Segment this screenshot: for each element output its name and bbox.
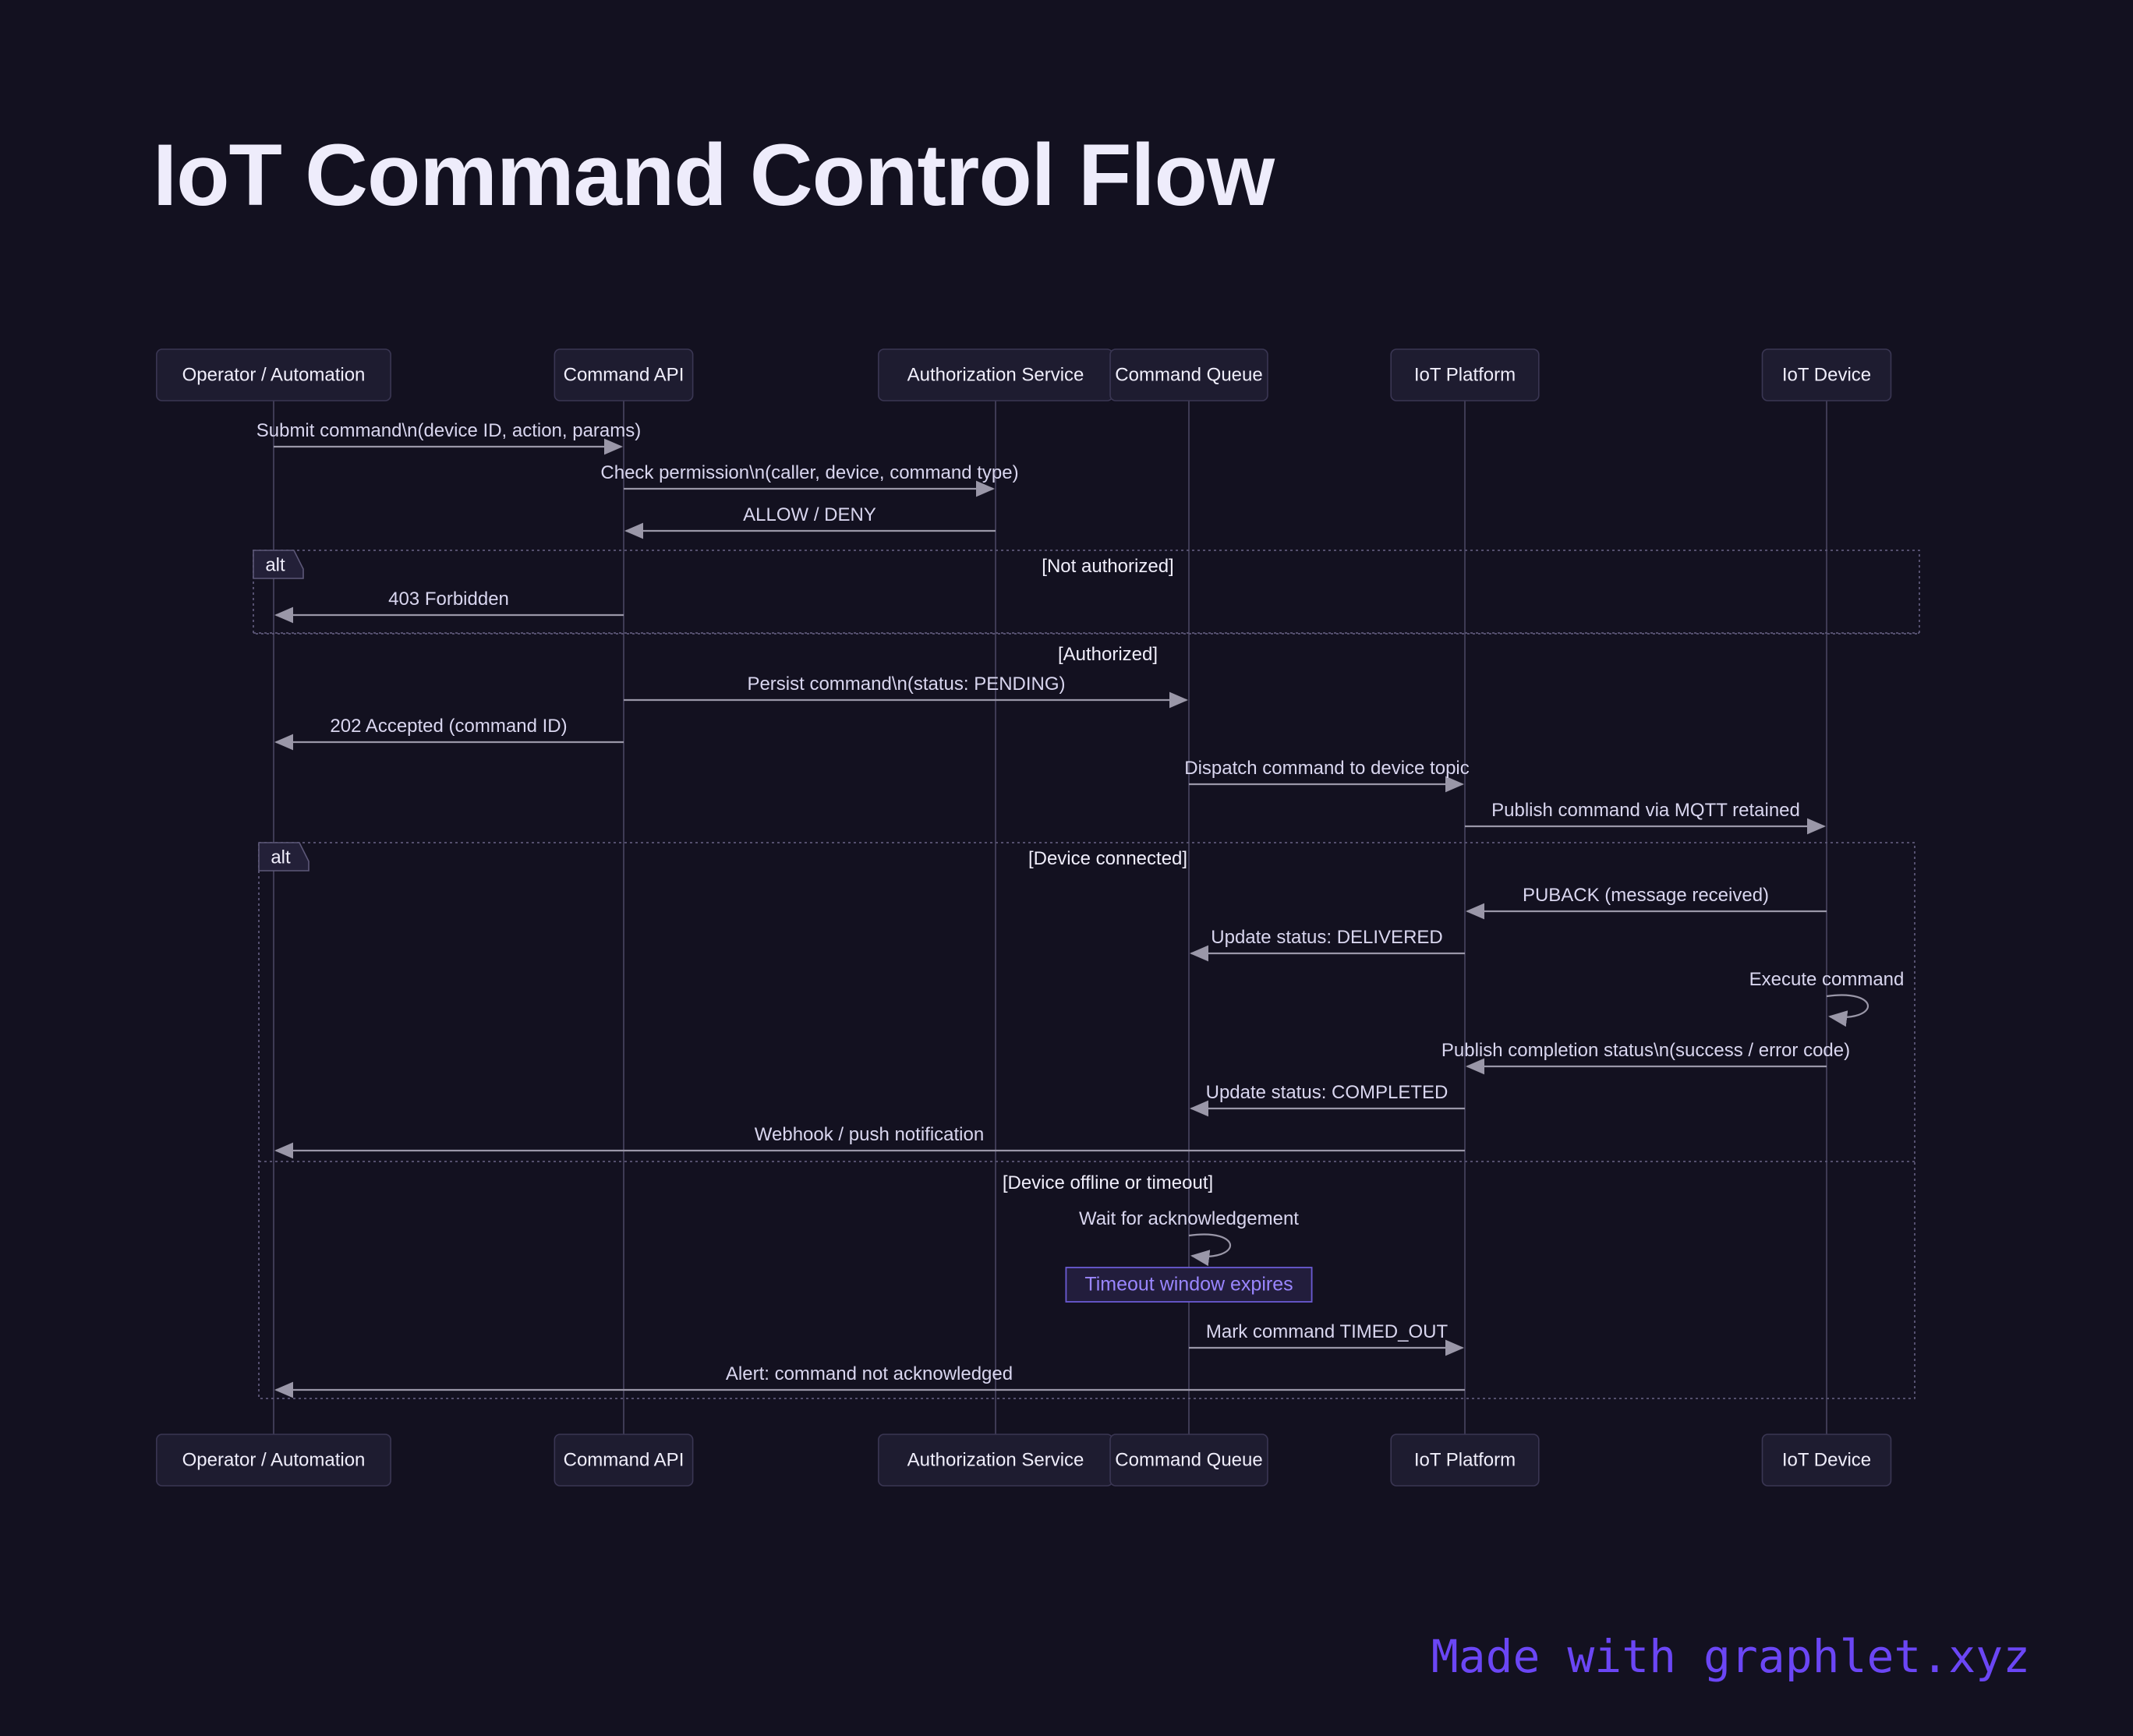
message-label: Webhook / push notification <box>755 1124 984 1145</box>
fragment-condition: [Device connected] <box>1028 848 1187 869</box>
message-label: Persist command\n(status: PENDING) <box>747 674 1065 695</box>
message-m4: 403 Forbidden <box>274 589 624 624</box>
fragments-group: alt [Not authorized] [Authorized] alt [Devic… <box>253 550 1920 1399</box>
participant-box <box>1109 348 1268 401</box>
participant-label: IoT Device <box>1782 1449 1871 1470</box>
fragment-frame <box>253 550 1920 635</box>
note-n1: Timeout window expires <box>1065 1267 1313 1303</box>
message-m12: Publish completion status\n(success / er… <box>1441 1040 1850 1075</box>
note-label: Timeout window expires <box>1084 1274 1293 1296</box>
participant-label: IoT Platform <box>1414 364 1516 385</box>
message-label: Publish command via MQTT retained <box>1491 800 1800 821</box>
fragment-alt1: alt [Not authorized] [Authorized] <box>253 550 1920 665</box>
fragment-condition: [Authorized] <box>1058 644 1158 665</box>
message-label: Mark command TIMED_OUT <box>1206 1321 1449 1342</box>
message-m17: Alert: command not acknowledged <box>274 1363 1465 1398</box>
message-m8: Publish command via MQTT retained <box>1465 800 1827 835</box>
participant-label: Command API <box>564 364 684 385</box>
message-m6: 202 Accepted (command ID) <box>274 716 624 751</box>
participant-box <box>1390 348 1540 401</box>
participant-label: Authorization Service <box>907 364 1084 385</box>
participant-api-bottom[interactable]: Command API <box>554 1434 694 1487</box>
fragment-tab <box>258 842 310 872</box>
message-m2: Check permission\n(caller, device, comma… <box>600 462 1019 497</box>
watermark-footer: Made with graphlet.xyz <box>1431 1630 2030 1683</box>
participant-operator-top[interactable]: Operator / Automation <box>156 348 391 401</box>
participant-device-top[interactable]: IoT Device <box>1761 348 1892 401</box>
participant-device-bottom[interactable]: IoT Device <box>1761 1434 1892 1487</box>
message-label: Execute command <box>1749 969 1905 990</box>
participants-bottom-group: Operator / Automation Command API Authoriz… <box>156 1434 1892 1487</box>
fragment-kind-label: alt <box>265 554 285 575</box>
note-box <box>1065 1267 1313 1303</box>
participant-label: Operator / Automation <box>182 364 366 385</box>
participant-box <box>554 348 694 401</box>
participant-label: Authorization Service <box>907 1449 1084 1470</box>
fragment-alt2: alt [Device connected] [Device offline or … <box>258 842 1915 1399</box>
notes-group: Timeout window expires <box>1065 1267 1313 1303</box>
participant-box <box>156 348 391 401</box>
participant-authz-bottom[interactable]: Authorization Service <box>878 1434 1113 1487</box>
participant-box <box>1761 1434 1892 1487</box>
message-label: Wait for acknowledgement <box>1079 1208 1299 1229</box>
message-self-loop <box>1826 994 1869 1027</box>
participant-box <box>1109 1434 1268 1487</box>
participant-platform-bottom[interactable]: IoT Platform <box>1390 1434 1540 1487</box>
participant-box <box>1761 348 1892 401</box>
message-self-loop <box>1188 1233 1232 1267</box>
message-label: 403 Forbidden <box>388 589 509 610</box>
fragment-condition: [Device offline or timeout] <box>1003 1172 1213 1193</box>
participant-label: IoT Platform <box>1414 1449 1516 1470</box>
message-label: ALLOW / DENY <box>743 504 876 525</box>
participant-label: Command Queue <box>1115 1449 1262 1470</box>
message-m9: PUBACK (message received) <box>1465 885 1827 920</box>
participant-box <box>554 1434 694 1487</box>
fragment-condition: [Not authorized] <box>1042 556 1173 577</box>
participant-api-top[interactable]: Command API <box>554 348 694 401</box>
participant-label: Operator / Automation <box>182 1449 366 1470</box>
message-m5: Persist command\n(status: PENDING) <box>624 674 1189 709</box>
message-m11: Execute command <box>1749 969 1905 1027</box>
participant-box <box>1390 1434 1540 1487</box>
fragment-frame <box>258 842 1915 1399</box>
participant-label: IoT Device <box>1782 364 1871 385</box>
participant-label: Command API <box>564 1449 684 1470</box>
message-label: Check permission\n(caller, device, comma… <box>600 462 1018 483</box>
messages-group: Submit command\n(device ID, action, para… <box>256 420 1905 1398</box>
participant-box <box>156 1434 391 1487</box>
participants-top-group: Operator / Automation Command API Authoriz… <box>156 348 1892 401</box>
participant-queue-bottom[interactable]: Command Queue <box>1109 1434 1268 1487</box>
message-label: Publish completion status\n(success / er… <box>1441 1040 1850 1061</box>
message-m15: Wait for acknowledgement <box>1079 1208 1299 1267</box>
message-m1: Submit command\n(device ID, action, para… <box>256 420 642 455</box>
message-m13: Update status: COMPLETED <box>1189 1082 1465 1117</box>
message-m16: Mark command TIMED_OUT <box>1189 1321 1465 1356</box>
fragment-tab <box>253 550 304 579</box>
message-label: Dispatch command to device topic <box>1184 758 1470 779</box>
message-label: PUBACK (message received) <box>1523 885 1769 906</box>
participant-platform-top[interactable]: IoT Platform <box>1390 348 1540 401</box>
fragment-kind-label: alt <box>271 847 291 868</box>
participant-operator-bottom[interactable]: Operator / Automation <box>156 1434 391 1487</box>
message-m7: Dispatch command to device topic <box>1184 758 1470 793</box>
participant-authz-top[interactable]: Authorization Service <box>878 348 1113 401</box>
message-m10: Update status: DELIVERED <box>1189 927 1465 962</box>
message-label: 202 Accepted (command ID) <box>330 716 567 737</box>
message-m14: Webhook / push notification <box>274 1124 1465 1159</box>
message-label: Submit command\n(device ID, action, para… <box>256 420 642 441</box>
participant-label: Command Queue <box>1115 364 1262 385</box>
page-title: IoT Command Control Flow <box>153 126 1275 224</box>
message-label: Update status: DELIVERED <box>1211 927 1442 948</box>
message-label: Update status: COMPLETED <box>1206 1082 1449 1103</box>
message-label: Alert: command not acknowledged <box>726 1363 1013 1384</box>
participant-queue-top[interactable]: Command Queue <box>1109 348 1268 401</box>
message-m3: ALLOW / DENY <box>624 504 996 539</box>
